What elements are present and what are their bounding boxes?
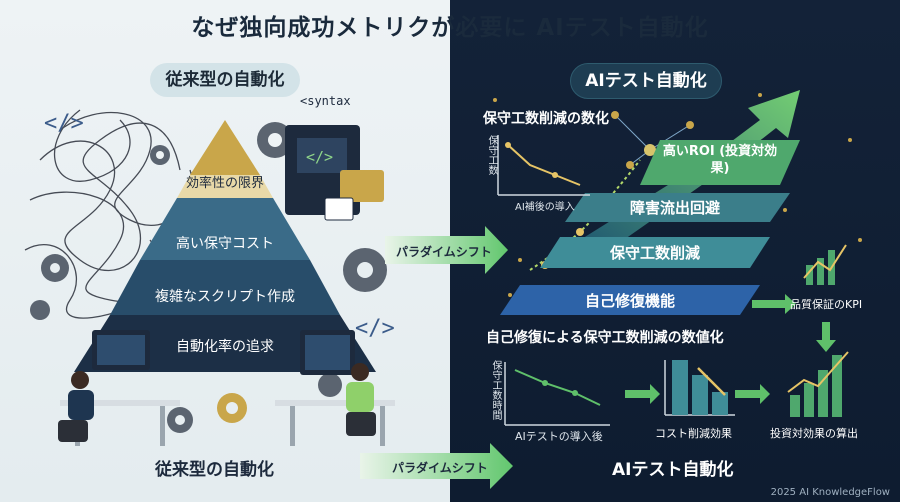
stage-defect-avoidance: 障害流出回避	[629, 199, 720, 217]
cost-chart	[664, 360, 735, 416]
gear-icon	[30, 122, 387, 433]
developer-right	[275, 330, 395, 446]
code-bracket-icon: </> </>	[44, 111, 395, 341]
svg-text:</>: </>	[44, 111, 84, 136]
cost-reduction-label: コスト削減効果	[655, 427, 732, 440]
svg-text:</>: </>	[306, 148, 333, 166]
top-chart-xlabel: AI補後の導入	[515, 202, 575, 213]
right-section-header: AIテスト自動化	[570, 63, 722, 99]
bottom-chart-xlabel: AIテストの導入後	[515, 430, 603, 443]
left-footer-label: 従来型の自動化	[155, 460, 274, 480]
syntax-label: <syntax	[300, 94, 351, 108]
paradigm-shift-label: パラダイムシフト	[396, 245, 492, 259]
right-footer-label: AIテスト自動化	[612, 460, 734, 480]
bottom-chart-ylabel: 保守工数時間	[490, 360, 501, 420]
pyramid-level-2: 高い保守コスト	[176, 236, 274, 252]
network-nodes	[611, 111, 694, 169]
paradigm-shift-arrows	[360, 226, 513, 489]
code-window: </>	[285, 125, 384, 221]
stage-self-healing: 自己修復機能	[584, 292, 675, 310]
svg-text:</>: </>	[355, 316, 395, 341]
top-mini-chart	[497, 135, 590, 196]
stage-high-roi: 高いROI (投資対効果)	[662, 144, 778, 176]
pyramid-level-4: 自動化率の追求	[176, 339, 274, 355]
flow-arrows	[625, 294, 836, 404]
pyramid-level-3: 複雑なスクリプト作成	[155, 289, 295, 305]
credit-text: 2025 AI KnowledgeFlow	[770, 487, 890, 498]
pyramid	[74, 120, 376, 372]
pyramid-level-1: 効率性の限界	[185, 176, 264, 191]
sparkle-icon	[493, 93, 862, 297]
kpi-label: 品質保証のKPI	[790, 298, 863, 311]
roi-calc-label: 投資対効果の算出	[770, 427, 858, 440]
top-chart-title: 保守工数削減の数化	[483, 111, 609, 127]
stage-bands	[500, 140, 800, 315]
left-section-header: 従来型の自動化	[150, 63, 300, 97]
stage-maintenance-reduction: 保守工数削減	[609, 244, 700, 262]
kpi-bar-chart	[803, 244, 847, 285]
top-chart-ylabel: 保守工数	[486, 135, 497, 175]
bottom-section-title: 自己修復による保守工数削減の数値化	[486, 330, 724, 346]
developer-left	[58, 330, 180, 446]
paradigm-shift-label-bottom: パラダイムシフト	[392, 461, 488, 475]
page-title: なぜ独向成功メトリクが必要に AIテスト自動化	[191, 15, 709, 41]
bottom-mini-chart	[504, 362, 610, 426]
roi-chart	[787, 351, 849, 417]
gold-gear-icon	[217, 393, 247, 423]
